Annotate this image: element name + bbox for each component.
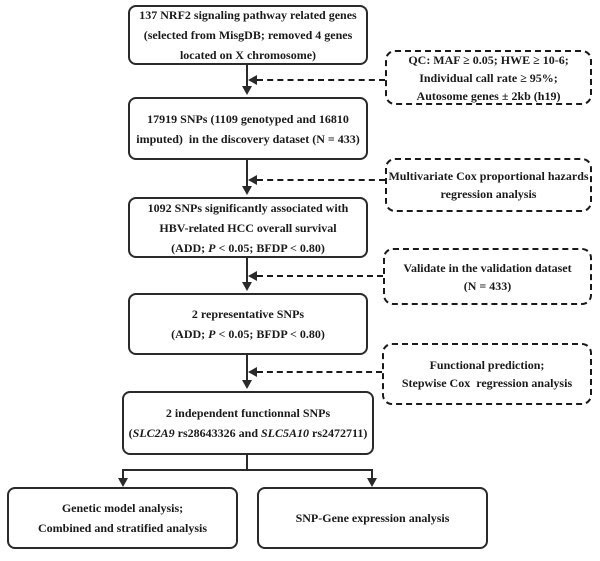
branch-right-line — [371, 469, 373, 478]
stat-prefix: (ADD; — [171, 327, 209, 341]
branch-stem-line — [246, 455, 248, 470]
arrow-down-icon-4 — [242, 380, 252, 389]
significant-box: 1092 SNPs significantly associated with … — [128, 197, 368, 258]
qc-line-3: Autosome genes ± 2kb (h19) — [416, 88, 561, 103]
validate-line-1: Validate in the validation dataset — [403, 260, 572, 275]
arrow-left-icon-1 — [248, 75, 257, 85]
dashed-connector-2 — [257, 179, 385, 181]
connector-line-2 — [246, 160, 248, 186]
functional-box: 2 independent functionnal SNPs (SLC2A9 r… — [122, 391, 374, 455]
qc-dashed-box: QC: MAF ≥ 0.05; HWE ≥ 10-6; Individual c… — [385, 50, 592, 105]
stat-suffix: < 0.05; BFDP < 0.80) — [215, 240, 325, 255]
arrow-down-icon-1 — [242, 86, 252, 95]
representative-stat-line: (ADD; P < 0.05; BFDP < 0.80) — [171, 324, 325, 344]
arrow-left-icon-2 — [248, 175, 257, 185]
prediction-line-2: Stepwise Cox regression analysis — [401, 376, 573, 390]
connector-line-3 — [246, 258, 248, 282]
arrow-down-icon-left-branch — [118, 478, 128, 487]
genetic-model-line-2: Combined and stratified analysis — [37, 521, 208, 535]
discovery-line-1: 17919 SNPs (1109 genotyped and 16810 — [147, 111, 349, 126]
text-segment: rs28643326 and — [174, 426, 261, 440]
significant-stat-line: (ADD; P < 0.05; BFDP < 0.80) — [171, 238, 325, 258]
cox-dashed-box: Multivariate Cox proportional hazards re… — [385, 158, 592, 212]
significant-line-1: 1092 SNPs significantly associated with — [147, 200, 349, 215]
discovery-line-2: imputed) in the discovery dataset (N = 4… — [136, 131, 360, 146]
genetic-model-box: Genetic model analysis; Combined and str… — [7, 487, 238, 549]
functional-line-2: (SLC2A9 rs28643326 and SLC5A10 rs2472711… — [129, 423, 368, 443]
arrow-down-icon-2 — [242, 186, 252, 195]
arrow-down-icon-3 — [242, 282, 252, 291]
genetic-model-line-1: Genetic model analysis; — [61, 501, 184, 515]
stat-prefix: (ADD; — [171, 240, 209, 255]
genes-box: 137 NRF2 signaling pathway related genes… — [128, 5, 368, 65]
genes-line-1: 137 NRF2 signaling pathway related genes — [139, 8, 357, 22]
significant-line-2: HBV-related HCC overall survival — [159, 220, 337, 235]
branch-horizontal-line — [122, 469, 373, 471]
cox-line-1: Multivariate Cox proportional hazards — [388, 169, 589, 183]
branch-left-line — [122, 469, 124, 478]
qc-line-1: QC: MAF ≥ 0.05; HWE ≥ 10-6; — [408, 52, 569, 67]
text-segment: rs2472711) — [309, 426, 368, 440]
validate-dashed-box: Validate in the validation dataset (N = … — [383, 248, 592, 305]
text-segment: ( — [128, 426, 133, 440]
dashed-connector-1 — [257, 79, 385, 81]
representative-box: 2 representative SNPs (ADD; P < 0.05; BF… — [128, 293, 368, 355]
functional-line-1: 2 independent functionnal SNPs — [165, 406, 331, 420]
discovery-box: 17919 SNPs (1109 genotyped and 16810 imp… — [128, 97, 368, 160]
gene-symbol-slc5a10: SLC5A10 — [261, 426, 310, 440]
validate-line-2: (N = 433) — [463, 278, 512, 293]
prediction-dashed-box: Functional prediction; Stepwise Cox regr… — [382, 343, 592, 405]
snp-gene-box: SNP-Gene expression analysis — [257, 487, 488, 549]
snp-gene-line-1: SNP-Gene expression analysis — [295, 511, 450, 525]
cox-line-2: regression analysis — [440, 187, 537, 201]
arrow-left-icon-4 — [248, 367, 257, 377]
stat-p-symbol: P — [208, 327, 216, 341]
arrow-left-icon-3 — [248, 271, 257, 281]
representative-line-1: 2 representative SNPs — [191, 307, 305, 321]
genes-line-2: (selected from MisgDB; removed 4 genes — [143, 28, 353, 42]
prediction-line-1: Functional prediction; — [429, 358, 545, 372]
stat-suffix: < 0.05; BFDP < 0.80) — [215, 327, 325, 341]
dashed-connector-4 — [257, 371, 382, 373]
dashed-connector-3 — [257, 275, 383, 277]
qc-line-2: Individual call rate ≥ 95%; — [419, 70, 558, 85]
connector-line-1 — [246, 65, 248, 86]
gene-symbol-slc2a9: SLC2A9 — [132, 426, 175, 440]
stat-p-symbol: P — [208, 240, 216, 255]
connector-line-4 — [246, 355, 248, 380]
arrow-down-icon-right-branch — [367, 478, 377, 487]
genes-line-3: located on X chromosome) — [179, 48, 317, 62]
